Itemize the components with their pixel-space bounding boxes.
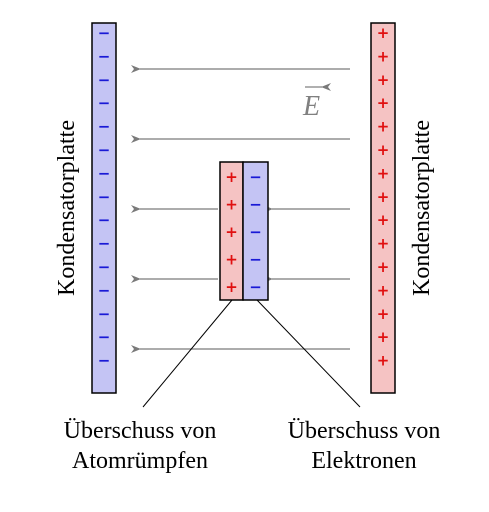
positive-charge-sign: +: [225, 168, 238, 186]
right-caption-pointer: [256, 299, 361, 408]
left-plate-body: [91, 22, 117, 394]
negative-charge-sign: −: [98, 94, 111, 112]
positive-charge-sign: +: [377, 328, 390, 346]
right-caption-line1: Überschuss von: [288, 418, 441, 444]
positive-charge-sign: +: [377, 47, 390, 65]
negative-charge-sign: −: [98, 211, 111, 229]
field-lines: [131, 65, 350, 353]
positive-charge-sign: +: [377, 211, 390, 229]
positive-charge-sign: +: [377, 94, 390, 112]
negative-charge-sign: −: [98, 281, 111, 299]
positive-charge-sign: +: [225, 196, 238, 214]
positive-charge-sign: +: [377, 164, 390, 182]
positive-charge-sign: +: [225, 278, 238, 296]
conductor-negative-half: [242, 161, 269, 301]
field-symbol-text: E: [302, 91, 320, 122]
negative-charge-sign: −: [98, 305, 111, 323]
positive-charge-sign: +: [377, 24, 390, 42]
field-symbol: E: [302, 83, 331, 122]
negative-charge-sign: −: [98, 71, 111, 89]
negative-charge-sign: −: [249, 278, 262, 296]
left-plate-label: Kondensatorplatte: [54, 120, 80, 296]
positive-charge-sign: +: [377, 71, 390, 89]
negative-charge-sign: −: [98, 235, 111, 253]
positive-charge-sign: +: [377, 281, 390, 299]
conductor-positive-charges: + + + + +: [225, 168, 238, 296]
negative-charge-sign: −: [98, 164, 111, 182]
right-plate-charges: + + + + + + + + + + + + + + +: [377, 24, 390, 370]
right-capacitor-plate: + + + + + + + + + + + + + + +: [370, 22, 396, 394]
left-caption-line1: Überschuss von: [64, 418, 217, 444]
negative-charge-sign: −: [98, 258, 111, 276]
right-plate-label: Kondensatorplatte: [409, 120, 435, 296]
conductor: + + + + + − − − − −: [219, 161, 269, 301]
positive-charge-sign: +: [377, 352, 390, 370]
negative-charge-sign: −: [98, 188, 111, 206]
positive-charge-sign: +: [225, 223, 238, 241]
left-caption-pointer: [142, 299, 233, 408]
conductor-negative-charges: − − − − −: [249, 168, 262, 296]
positive-charge-sign: +: [377, 188, 390, 206]
left-plate-charges: − − − − − − − − − − − − − − −: [98, 24, 111, 370]
negative-charge-sign: −: [98, 328, 111, 346]
left-capacitor-plate: − − − − − − − − − − − − − − −: [91, 22, 117, 394]
positive-charge-sign: +: [377, 118, 390, 136]
negative-charge-sign: −: [98, 118, 111, 136]
positive-charge-sign: +: [377, 305, 390, 323]
left-caption-line2: Atomrümpfen: [72, 448, 208, 474]
positive-charge-sign: +: [225, 251, 238, 269]
negative-charge-sign: −: [98, 24, 111, 42]
negative-charge-sign: −: [249, 196, 262, 214]
negative-charge-sign: −: [98, 47, 111, 65]
negative-charge-sign: −: [98, 141, 111, 159]
negative-charge-sign: −: [98, 352, 111, 370]
right-plate-body: [370, 22, 396, 394]
right-caption-line2: Elektronen: [311, 448, 416, 474]
negative-charge-sign: −: [249, 251, 262, 269]
positive-charge-sign: +: [377, 141, 390, 159]
positive-charge-sign: +: [377, 258, 390, 276]
positive-charge-sign: +: [377, 235, 390, 253]
negative-charge-sign: −: [249, 223, 262, 241]
negative-charge-sign: −: [249, 168, 262, 186]
